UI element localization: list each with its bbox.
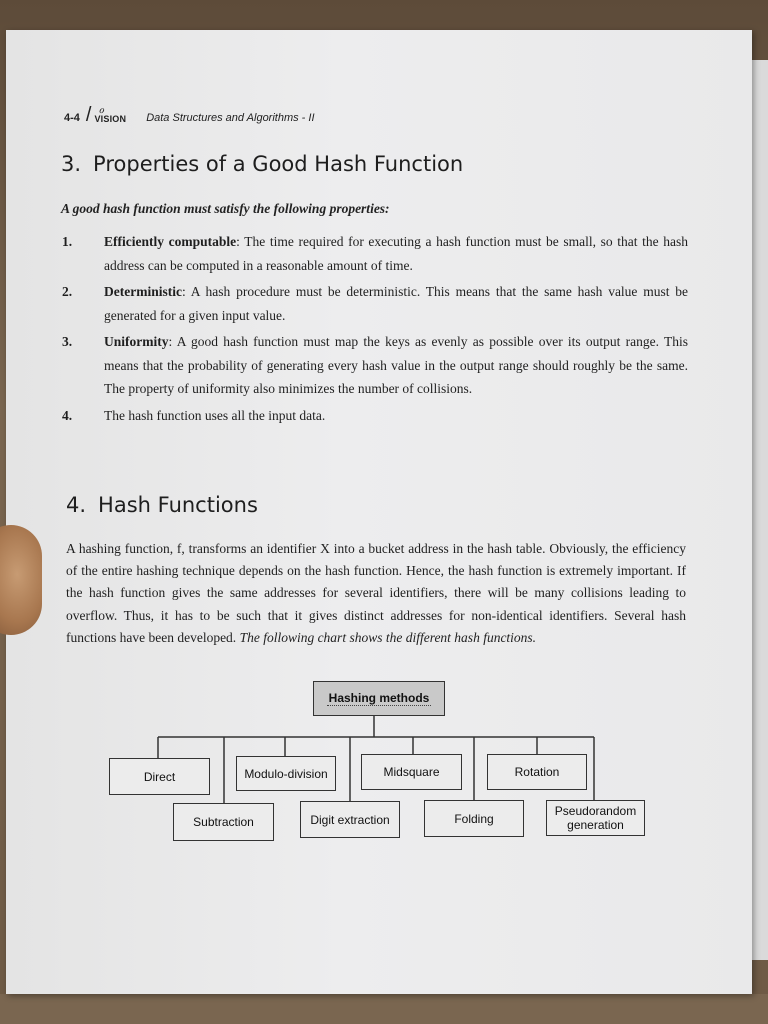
diagram-node-rotation: Rotation xyxy=(487,754,587,790)
section-3-number: 3. xyxy=(61,152,82,176)
book-title: Data Structures and Algorithms - II xyxy=(146,112,315,124)
list-item-number: 1. xyxy=(62,234,73,249)
list-item-number: 4. xyxy=(62,407,73,423)
paragraph-text: A hashing function, f, transforms an ide… xyxy=(66,541,686,645)
diagram-node-direct: Direct xyxy=(109,758,210,795)
section-3-heading: 3. Properties of a Good Hash Function xyxy=(61,152,463,176)
publisher-logo: ℴ VISION xyxy=(94,102,127,124)
diagram-node-subtraction: Subtraction xyxy=(173,803,274,841)
property-text: : A hash procedure must be deterministic… xyxy=(104,284,688,323)
page-number: 4-4 xyxy=(64,112,80,124)
list-item-number: 2. xyxy=(62,284,73,299)
running-header: 4-4 / ℴ VISION Data Structures and Algor… xyxy=(64,100,315,126)
diagram-node-folding: Folding xyxy=(424,800,524,837)
list-item: 4. The hash function uses all the input … xyxy=(62,404,688,428)
diagram-node-midsquare: Midsquare xyxy=(361,754,462,790)
logo-text: VISION xyxy=(94,114,127,124)
property-text: : A good hash function must map the keys… xyxy=(104,334,688,396)
property-text: : The time required for executing a hash… xyxy=(104,234,688,273)
section-4-heading: 4. Hash Functions xyxy=(66,493,258,517)
table-edge xyxy=(0,994,768,1024)
header-slash: / xyxy=(85,104,92,126)
section-4-number: 4. xyxy=(66,493,87,517)
property-text: The hash function uses all the input dat… xyxy=(104,407,326,423)
diagram-node-digit-extraction: Digit extraction xyxy=(300,801,400,838)
property-term: Deterministic xyxy=(104,284,182,299)
logo-swirl-icon: ℴ xyxy=(98,102,105,116)
section-3-title: Properties of a Good Hash Function xyxy=(93,152,464,176)
section-4-title: Hash Functions xyxy=(98,493,258,517)
list-item: 2. Deterministic: A hash procedure must … xyxy=(62,280,688,327)
list-item: 1. Efficiently computable: The time requ… xyxy=(62,230,688,277)
paragraph-chart-note: The following chart shows the different … xyxy=(239,629,537,645)
property-term: Uniformity xyxy=(104,334,169,349)
diagram-node-pseudorandom-generation: Pseudorandom generation xyxy=(546,800,645,836)
property-term: Efficiently computable xyxy=(104,234,237,249)
properties-list: 1. Efficiently computable: The time requ… xyxy=(62,230,688,430)
list-item-number: 3. xyxy=(62,334,73,349)
properties-intro: A good hash function must satisfy the fo… xyxy=(61,201,390,216)
hash-functions-paragraph: A hashing function, f, transforms an ide… xyxy=(66,538,686,649)
thumb xyxy=(0,525,42,635)
list-item: 3. Uniformity: A good hash function must… xyxy=(62,330,688,401)
diagram-root-hashing-methods: Hashing methods xyxy=(313,681,445,716)
diagram-node-modulo-division: Modulo-division xyxy=(236,756,336,791)
